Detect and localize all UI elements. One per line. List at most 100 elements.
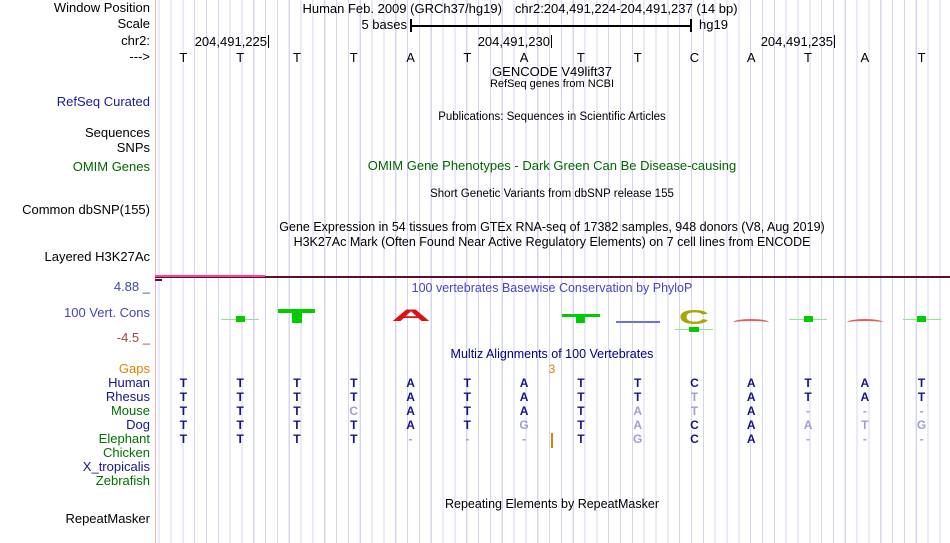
base-letter: T: [236, 50, 245, 65]
align-letter: -: [806, 432, 811, 446]
species-label-dog[interactable]: Dog: [126, 417, 150, 432]
align-letter: A: [746, 376, 756, 390]
align-letter: C: [690, 376, 699, 390]
align-letter: T: [804, 376, 812, 390]
conservation-glyph-t-bar: [561, 313, 600, 317]
align-letter: A: [406, 376, 415, 390]
base-letter: T: [463, 50, 472, 65]
base-letter: A: [406, 50, 415, 65]
section-title: Repeating Elements by RepeatMasker: [444, 497, 659, 511]
align-letter: -: [919, 404, 924, 418]
align-letter: -: [465, 432, 470, 446]
section-title: RefSeq genes from NCBI: [489, 78, 615, 90]
align-letter: T: [917, 390, 926, 404]
species-label-rhesus[interactable]: Rhesus: [105, 389, 150, 404]
position-tick-mark: [834, 34, 836, 48]
position-tick-mark: [551, 34, 553, 48]
align-letter: T: [236, 404, 244, 418]
align-letter: T: [463, 376, 471, 390]
scale-ruler-line: [410, 25, 691, 27]
align-letter: A: [746, 390, 756, 404]
align-letter: A: [860, 390, 870, 404]
conservation-glyph-square: [235, 315, 245, 322]
base-letter: T: [576, 50, 585, 65]
conservation-glyph-dash: [615, 320, 660, 323]
track-label-sequences[interactable]: Sequences: [84, 125, 150, 140]
assembly-title: Human Feb. 2009 (GRCh37/hg19): [302, 1, 502, 16]
align-letter: T: [179, 418, 188, 432]
base-letter: A: [746, 50, 756, 65]
align-letter: T: [293, 376, 301, 390]
align-letter: -: [408, 432, 413, 446]
species-label-chicken[interactable]: Chicken: [103, 445, 150, 460]
track-label-chr2-: chr2:: [121, 33, 150, 48]
track-label-100-vert-cons[interactable]: 100 Vert. Cons: [64, 305, 150, 320]
base-letter: T: [633, 50, 642, 65]
scale-ruler-right-tick: [690, 19, 692, 32]
align-letter: T: [917, 376, 926, 390]
track-label-4-88-: 4.88 _: [113, 279, 150, 294]
align-letter: T: [179, 404, 188, 418]
section-title: Publications: Sequences in Scientific Ar…: [438, 111, 666, 123]
species-label-gaps[interactable]: Gaps: [118, 361, 150, 376]
conservation-glyph-t-stem: [291, 313, 302, 323]
align-letter: T: [236, 376, 244, 390]
align-letter: G: [519, 418, 529, 432]
track-label--: --->: [129, 49, 150, 64]
conservation-glyph-arc: [733, 318, 770, 326]
align-letter: -: [862, 404, 867, 418]
scale-bases-label: 5 bases: [361, 17, 407, 32]
align-letter: C: [349, 404, 359, 418]
species-label-mouse[interactable]: Mouse: [110, 403, 150, 418]
conservation-glyph-arc: [846, 318, 883, 326]
species-label-zebrafish[interactable]: Zebrafish: [95, 473, 150, 488]
track-grid-background: [155, 0, 950, 543]
h3k27ac-baseline-line: [155, 276, 950, 278]
align-letter: G: [633, 432, 643, 446]
species-label-x_tropicalis[interactable]: X_tropicalis: [82, 459, 150, 474]
genome-version-label: hg19: [699, 17, 728, 32]
base-letter: C: [689, 50, 700, 65]
track-label-refseq-curated[interactable]: RefSeq Curated: [56, 94, 150, 109]
align-letter: T: [577, 376, 585, 390]
base-letter: T: [292, 50, 301, 65]
align-letter: T: [690, 404, 699, 418]
align-letter: T: [577, 432, 585, 446]
align-letter: T: [293, 418, 301, 432]
track-label-omim-genes[interactable]: OMIM Genes: [72, 159, 150, 174]
align-letter: T: [293, 404, 301, 418]
species-label-human[interactable]: Human: [108, 375, 150, 390]
align-letter: T: [463, 404, 471, 418]
track-label-layered-h3k27ac[interactable]: Layered H3K27Ac: [44, 249, 150, 264]
align-letter: T: [577, 404, 585, 418]
base-letter: T: [349, 50, 358, 65]
position-tick-label: 204,491,225: [194, 34, 267, 49]
align-letter: T: [350, 376, 358, 390]
align-letter: T: [861, 418, 869, 432]
align-letter: T: [577, 390, 585, 404]
species-label-elephant[interactable]: Elephant: [98, 431, 150, 446]
track-label-window-position: Window Position: [53, 0, 150, 15]
track-label-snps[interactable]: SNPs: [116, 140, 150, 155]
position-range: chr2:204,491,224-204,491,237 (14 bp): [514, 1, 738, 16]
align-letter: A: [860, 376, 870, 390]
align-letter: T: [236, 432, 244, 446]
conservation-glyph-t-bar: [278, 309, 316, 313]
track-label-common-dbsnp-155-[interactable]: Common dbSNP(155): [22, 202, 150, 217]
section-title: 100 vertebrates Basewise Conservation by…: [411, 281, 693, 295]
track-label-repeatmasker[interactable]: RepeatMasker: [65, 511, 150, 526]
align-letter: A: [746, 418, 756, 432]
align-letter: T: [179, 376, 188, 390]
insert-marker: [551, 433, 553, 448]
align-letter: T: [236, 418, 244, 432]
align-letter: A: [746, 404, 756, 418]
align-letter: C: [690, 432, 699, 446]
align-letter: A: [746, 432, 756, 446]
section-title: GENCODE V49lift37: [492, 64, 612, 79]
align-letter: T: [179, 432, 188, 446]
base-letter: T: [917, 50, 926, 65]
align-letter: A: [519, 404, 529, 418]
align-letter: A: [519, 376, 529, 390]
position-tick-label: 204,491,235: [760, 34, 833, 49]
